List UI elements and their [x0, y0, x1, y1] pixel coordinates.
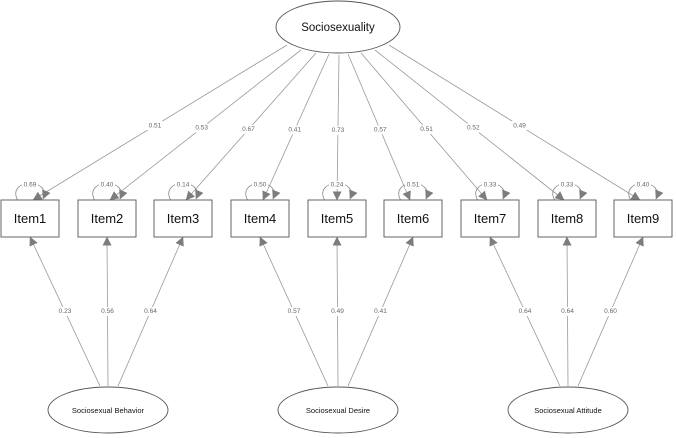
general-loading-label: 0.49	[513, 122, 526, 129]
factor-loading-label: 0.60	[604, 308, 617, 315]
observed-item-box	[230, 199, 290, 238]
factor-loading-label-bg	[559, 307, 576, 316]
residual-variance-label: 0.40	[637, 182, 650, 189]
general-loading-label-bg	[193, 123, 210, 133]
general-loading-label: 0.51	[149, 122, 162, 129]
observed-item-box	[0, 199, 60, 238]
residual-variance-label: 0.51	[407, 182, 420, 189]
observed-item-box	[460, 199, 520, 238]
factor-ellipse-behavior	[47, 386, 169, 434]
factor-loading-label-bg	[329, 307, 346, 316]
residual-label-bg	[482, 181, 498, 189]
factor-loading-label: 0.56	[101, 308, 114, 315]
residual-variance-label: 0.40	[101, 182, 114, 189]
observed-item-box	[613, 199, 673, 238]
factor-loading-label-bg	[142, 307, 159, 316]
factor-loading-label: 0.64	[144, 308, 157, 315]
general-loading-label-bg	[329, 125, 346, 135]
factor-loading-label: 0.64	[519, 308, 532, 315]
residual-label-bg	[99, 181, 115, 189]
residual-label-bg	[175, 181, 191, 189]
observed-item-label: Item6	[397, 211, 430, 226]
labels-layer: 0.51 0.53 0.67 0.41 0.73 0.57 0.51 0.52 0.49 0.23…	[22, 121, 651, 316]
residual-variance-label: 0.33	[561, 182, 574, 189]
residual-label-bg	[405, 181, 421, 189]
observed-item-label: Item3	[167, 211, 200, 226]
residual-label-bg	[635, 181, 651, 189]
observed-item-box	[153, 199, 213, 238]
general-loading-label-bg	[465, 123, 482, 133]
factor-loading-label: 0.41	[374, 308, 387, 315]
factor-loading-label: 0.23	[59, 308, 72, 315]
residual-variance-label: 0.69	[24, 182, 37, 189]
observed-item-box	[307, 199, 367, 238]
residual-variance-label: 0.24	[331, 182, 344, 189]
general-loading-label-bg	[372, 125, 389, 135]
general-loading-label: 0.73	[332, 127, 345, 134]
general-loading-label: 0.57	[374, 127, 387, 134]
general-loading-label-bg	[418, 124, 435, 134]
observed-item-label: Item7	[474, 211, 507, 226]
factor-label-desire: Sociosexual Desire	[306, 406, 370, 415]
factor-loading-label-bg	[517, 307, 533, 316]
factor-label-behavior: Sociosexual Behavior	[72, 406, 145, 415]
general-loading-label-bg	[511, 121, 528, 131]
general-loading-label: 0.51	[420, 126, 433, 133]
factor-ellipse-desire	[277, 386, 399, 434]
general-factor-label: Sociosexuality	[301, 22, 375, 34]
factor-loading-label-bg	[286, 307, 302, 316]
observed-item-label: Item2	[91, 211, 124, 226]
general-loading-label: 0.52	[467, 125, 480, 132]
factor-loading-label-bg	[602, 307, 619, 316]
residual-variance-label: 0.14	[177, 182, 190, 189]
factor-loading-label: 0.57	[288, 308, 301, 315]
general-factor-ellipse	[275, 0, 401, 54]
observed-item-box	[537, 199, 597, 238]
residual-label-bg	[559, 181, 575, 189]
observed-item-label: Item4	[244, 211, 277, 226]
residual-label-bg	[329, 181, 345, 189]
general-loading-label: 0.67	[242, 126, 255, 133]
factor-ellipse-attitude	[507, 386, 629, 434]
general-loading-label: 0.41	[288, 127, 301, 134]
observed-item-box	[383, 199, 443, 238]
general-loading-label: 0.53	[195, 125, 208, 132]
observed-item-label: Item9	[627, 211, 660, 226]
factor-loading-label: 0.64	[561, 308, 574, 315]
factor-loading-label: 0.49	[331, 308, 344, 315]
residual-label-bg	[252, 181, 268, 189]
factor-loading-label-bg	[57, 307, 73, 316]
residual-variance-label: 0.33	[484, 182, 497, 189]
factor-loading-label-bg	[372, 307, 389, 316]
residual-variance-label: 0.50	[254, 182, 267, 189]
observed-item-label: Item8	[551, 211, 584, 226]
general-loading-label-bg	[286, 125, 303, 135]
factor-loading-label-bg	[99, 307, 116, 316]
observed-item-label: Item5	[321, 211, 354, 226]
observed-item-box	[77, 199, 137, 238]
residual-label-bg	[22, 181, 38, 189]
factor-label-attitude: Sociosexual Attitude	[534, 406, 602, 415]
general-loading-label-bg	[240, 124, 257, 134]
general-loading-label-bg	[146, 121, 163, 131]
observed-item-label: Item1	[14, 211, 47, 226]
